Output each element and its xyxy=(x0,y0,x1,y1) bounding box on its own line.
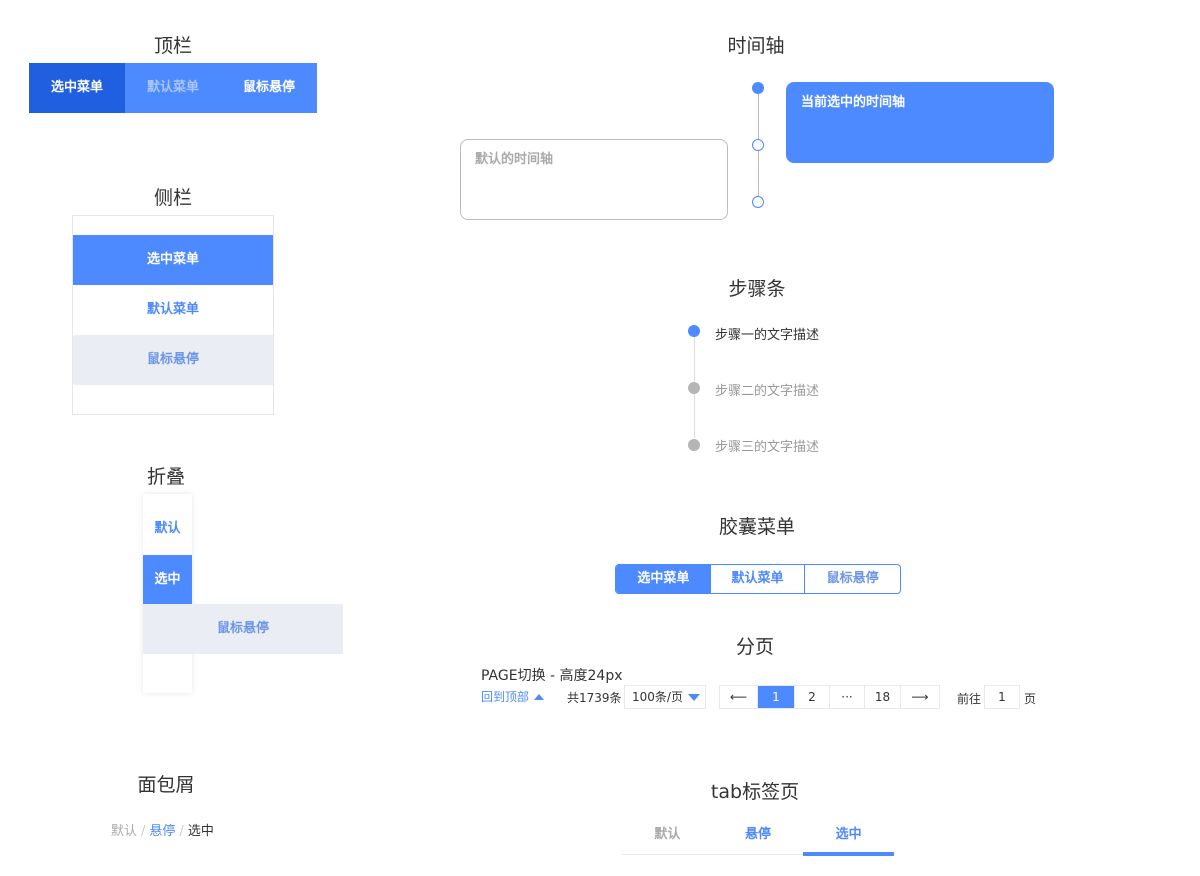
page-size-value: 100条/页 xyxy=(632,690,683,704)
tab-default[interactable]: 默认 xyxy=(654,827,681,842)
capsule-item-default[interactable]: 默认菜单 xyxy=(711,565,806,593)
goto-page-input[interactable]: 1 xyxy=(984,685,1020,709)
collapsed-item-selected[interactable]: 选中 xyxy=(143,555,192,605)
timeline-card-default[interactable]: 默认的时间轴 xyxy=(460,139,728,220)
sidebar-section-title: 侧栏 xyxy=(153,187,192,209)
prev-page-arrow-icon[interactable]: ⟵ xyxy=(720,686,758,708)
steps-section-title: 步骤条 xyxy=(728,278,786,300)
step-dot-icon xyxy=(688,439,700,451)
page-button-current[interactable]: 1 xyxy=(758,686,795,708)
breadcrumb-separator: / xyxy=(179,824,184,839)
timeline-connector xyxy=(758,151,759,196)
capsule-item-selected[interactable]: 选中菜单 xyxy=(616,565,711,593)
step-label-3: 步骤三的文字描述 xyxy=(715,440,820,455)
step-label-1: 步骤一的文字描述 xyxy=(715,328,820,343)
caret-down-icon xyxy=(688,694,700,701)
goto-label: 前往 xyxy=(957,692,982,706)
timeline-section-title: 时间轴 xyxy=(727,35,785,57)
collapsed-sidebar: 默认 选中 xyxy=(143,494,192,693)
tab-hover[interactable]: 悬停 xyxy=(745,827,772,842)
pagination-section-title: 分页 xyxy=(735,636,774,658)
collapsed-item-default[interactable]: 默认 xyxy=(154,521,181,536)
breadcrumb-item-current: 选中 xyxy=(187,824,214,839)
pagination-nav: ⟵ 1 2 ··· 18 ⟶ xyxy=(719,685,940,709)
collapsed-section-title: 折叠 xyxy=(146,466,185,488)
topbar-item-hover[interactable]: 鼠标悬停 xyxy=(242,80,295,95)
timeline-node-icon xyxy=(752,196,764,208)
step-connector xyxy=(694,393,695,438)
page-button-last[interactable]: 18 xyxy=(865,686,901,708)
back-to-top-label: 回到顶部 xyxy=(481,690,530,704)
step-label-2: 步骤二的文字描述 xyxy=(715,384,820,399)
collapsed-item-hover-flyout[interactable]: 鼠标悬停 xyxy=(143,604,343,654)
pagination-subtitle: PAGE切换 - 高度24px xyxy=(481,668,623,684)
breadcrumb-section-title: 面包屑 xyxy=(137,774,195,796)
tabs-section-title: tab标签页 xyxy=(710,781,800,803)
goto-suffix: 页 xyxy=(1024,692,1037,706)
tab-bar: 默认 悬停 选中 xyxy=(622,820,894,856)
step-dot-icon xyxy=(688,382,700,394)
sidebar-item-hover[interactable]: 鼠标悬停 xyxy=(73,335,273,385)
next-page-arrow-icon[interactable]: ⟶ xyxy=(911,690,929,704)
topbar: 选中菜单 默认菜单 鼠标悬停 xyxy=(29,63,317,113)
topbar-item-selected[interactable]: 选中菜单 xyxy=(29,63,125,113)
topbar-item-default[interactable]: 默认菜单 xyxy=(146,80,199,95)
breadcrumb-separator: / xyxy=(141,824,146,839)
capsule-section-title: 胶囊菜单 xyxy=(718,516,795,538)
timeline-card-selected[interactable]: 当前选中的时间轴 xyxy=(786,82,1054,163)
tab-selected[interactable]: 选中 xyxy=(803,820,894,856)
capsule-item-hover[interactable]: 鼠标悬停 xyxy=(826,571,879,586)
page-size-select[interactable]: 100条/页 xyxy=(624,685,706,709)
sidebar-item-default[interactable]: 默认菜单 xyxy=(146,302,199,317)
pagination-total: 共1739条 xyxy=(567,691,622,705)
step-dot-active-icon xyxy=(688,325,700,337)
breadcrumb-item-hover[interactable]: 悬停 xyxy=(149,824,176,839)
breadcrumb: 默认/悬停/选中 xyxy=(111,820,214,839)
page-ellipsis[interactable]: ··· xyxy=(830,686,865,708)
timeline-node-active-icon xyxy=(752,82,764,94)
caret-up-icon xyxy=(534,694,545,700)
sidebar-item-selected[interactable]: 选中菜单 xyxy=(73,235,273,285)
timeline-connector xyxy=(758,94,759,139)
page-button[interactable]: 2 xyxy=(795,686,830,708)
capsule-menu: 选中菜单 默认菜单 鼠标悬停 xyxy=(615,564,901,594)
back-to-top-link[interactable]: 回到顶部 xyxy=(481,688,545,705)
step-connector xyxy=(694,337,695,382)
breadcrumb-item-default[interactable]: 默认 xyxy=(111,824,138,839)
timeline-node-icon xyxy=(752,139,764,151)
topbar-section-title: 顶栏 xyxy=(153,35,192,57)
sidebar: 选中菜单 默认菜单 鼠标悬停 xyxy=(72,215,274,415)
